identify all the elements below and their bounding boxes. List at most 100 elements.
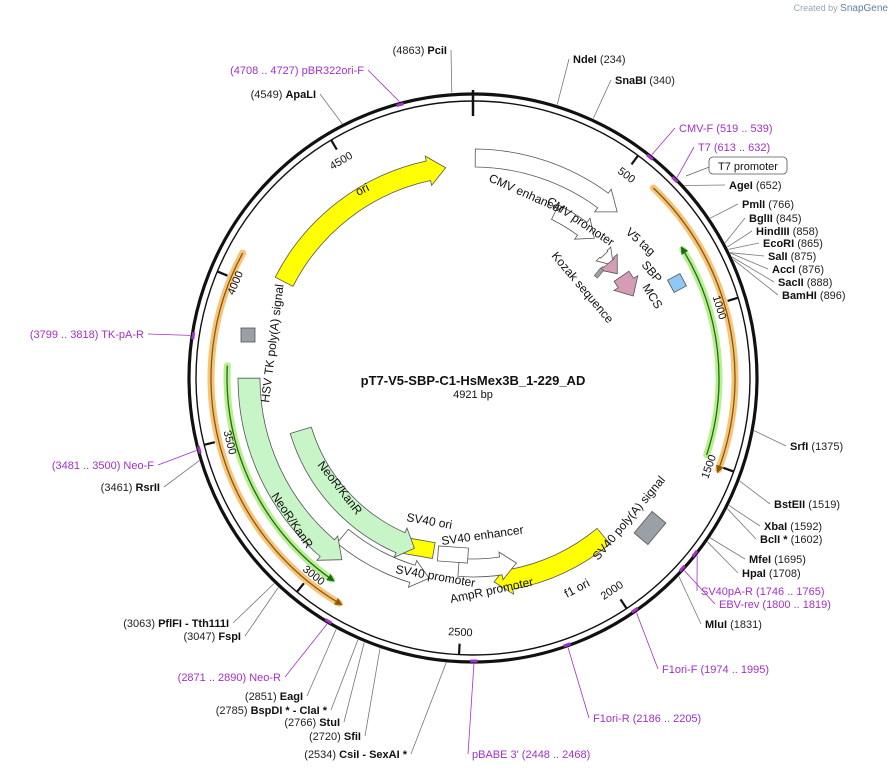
- primer-label-t7[interactable]: T7 (613 .. 632): [698, 142, 770, 154]
- site-label-agei[interactable]: AgeI (652): [729, 180, 782, 192]
- site-label-rsrii[interactable]: (3461) RsrII: [101, 482, 160, 494]
- primer-leader-8: [567, 647, 590, 719]
- tick-label-500: 500: [615, 165, 637, 186]
- ori-arrow: [274, 155, 447, 287]
- t7-promoter-callout: T7 promoter: [685, 156, 788, 177]
- primer-mark-6: [678, 564, 686, 573]
- site-label-mlui[interactable]: MluI (1831): [705, 619, 762, 631]
- site-leader-12: [733, 259, 779, 296]
- primer-label-ebv-rev[interactable]: EBV-rev (1800 .. 1819): [719, 599, 831, 611]
- site-label-xbai[interactable]: XbaI (1592): [764, 521, 822, 533]
- mcs-label: MCS: [639, 281, 665, 311]
- site-label-hpai[interactable]: HpaI (1708): [742, 568, 801, 580]
- site-label-sali[interactable]: SalI (875): [768, 251, 816, 263]
- site-leader-27: [410, 662, 447, 755]
- tick-label-4500: 4500: [328, 150, 355, 173]
- tick-4000: [216, 270, 228, 277]
- site-label-mfei[interactable]: MfeI (1695): [749, 554, 806, 566]
- site-label-pcii[interactable]: (4863) PciI: [393, 45, 447, 57]
- site-leader-22: [244, 587, 279, 637]
- primer-label-neo-f[interactable]: (3481 .. 3500) Neo-F: [52, 460, 154, 472]
- primer-label-pbr322ori-f[interactable]: (4708 .. 4727) pBR322ori-F: [230, 65, 364, 77]
- site-leader-10: [730, 252, 769, 270]
- site-leader-6: [724, 217, 746, 244]
- site-label-apali[interactable]: (4549) ApaLI: [251, 89, 316, 101]
- site-leader-15: [728, 505, 761, 527]
- primer-label-tk-pa-r[interactable]: (3799 .. 3818) TK-pA-R: [30, 329, 144, 341]
- site-label-hindiii[interactable]: HindIII (858): [756, 226, 818, 238]
- sbp-arrow-small: [598, 253, 618, 275]
- site-leader-5: [710, 203, 739, 219]
- mcs-box: [666, 272, 688, 294]
- primer-leader-9: [467, 663, 475, 755]
- site-label-snabi[interactable]: SnaBI (340): [615, 75, 675, 87]
- tick-2500: [457, 643, 461, 655]
- primer-label-neo-r[interactable]: (2871 .. 2890) Neo-R: [178, 672, 281, 684]
- site-label-csii-sexai-[interactable]: (2534) CsiI - SexAI *: [304, 749, 407, 761]
- hsv-tk-polya-label: HSV TK poly(A) signal: [258, 283, 286, 403]
- primer-leader-6: [684, 570, 716, 605]
- site-label-bsteii[interactable]: BstEII (1519): [774, 499, 840, 511]
- site-label-ecori[interactable]: EcoRI (865): [763, 238, 823, 250]
- site-label-bcli-[interactable]: BclI * (1602): [760, 534, 822, 546]
- site-labels: (4863) PciI NdeI (234) SnaBI (340) (4549) A…: [101, 45, 846, 761]
- site-leader-16: [727, 508, 757, 540]
- primer-mark-1: [646, 153, 654, 161]
- site-label-stui[interactable]: (2766) StuI: [284, 717, 340, 729]
- neo-kan-inner-arrow: [289, 426, 415, 559]
- plasmid-size: 4921 bp: [453, 389, 493, 401]
- primer-leader-1: [651, 127, 676, 156]
- primer-mark-0: [396, 102, 405, 107]
- site-leader-23: [306, 629, 337, 697]
- tick-1000: [727, 296, 739, 302]
- primer-label-f1ori-r[interactable]: F1ori-R (2186 .. 2205): [593, 713, 701, 725]
- hsv-tk-polya-box: [240, 327, 256, 343]
- tick-3500: [203, 441, 216, 446]
- site-label-sfii[interactable]: (2720) SfiI: [309, 731, 361, 743]
- primer-label-cmv-f[interactable]: CMV-F (519 .. 539): [679, 123, 773, 135]
- orf-line-green-left: [226, 365, 335, 582]
- site-label-srfi[interactable]: SrfI (1375): [790, 441, 843, 453]
- sv40-polya-box: [633, 510, 667, 546]
- site-leader-9: [730, 252, 765, 257]
- site-label-pflfi-tth111i[interactable]: (3063) PflFI - Tth111I: [123, 618, 229, 630]
- site-leader-3: [319, 93, 343, 124]
- ori-label: ori: [353, 180, 371, 198]
- site-leader-26: [364, 648, 381, 737]
- tick-label-2000: 2000: [599, 579, 626, 603]
- site-label-bspdi-clai-[interactable]: (2785) BspDI * - ClaI *: [216, 705, 328, 717]
- site-label-bglii[interactable]: BglII (845): [749, 213, 802, 225]
- primer-mark-5: [691, 549, 699, 558]
- f1-ori-label: f1 ori: [562, 576, 592, 601]
- site-leader-14: [739, 480, 771, 505]
- primer-label-pbabe-3-[interactable]: pBABE 3' (2448 .. 2468): [472, 749, 590, 761]
- site-label-fspi[interactable]: (3047) FspI: [184, 631, 241, 643]
- primer-label-f1ori-f[interactable]: F1ori-F (1974 .. 1995): [662, 664, 769, 676]
- site-label-bamhi[interactable]: BamHI (896): [782, 290, 846, 302]
- primer-leader-lines: [147, 69, 716, 755]
- orf-band-outer-right: [649, 184, 739, 474]
- site-leader-17: [709, 537, 746, 560]
- site-leader-24: [330, 639, 359, 711]
- primer-leader-2: [676, 146, 695, 178]
- site-leader-7: [727, 230, 753, 248]
- primer-mark-10: [324, 618, 333, 625]
- site-label-pmli[interactable]: PmlI (766): [742, 199, 794, 211]
- site-leader-1: [556, 58, 570, 105]
- feature-arrows: [237, 148, 688, 596]
- site-leader-0: [450, 49, 453, 93]
- tick-4500: [330, 139, 338, 151]
- plasmid-name: pT7-V5-SBP-C1-HsMex3B_1-229_AD: [361, 373, 586, 388]
- site-label-eagi[interactable]: (2851) EagI: [245, 691, 303, 703]
- site-leader-20: [163, 460, 200, 488]
- sv40-enhancer-label: SV40 enhancer: [440, 523, 524, 548]
- primer-mark-2: [671, 176, 679, 184]
- primer-label-sv40pa-r[interactable]: SV40pA-R (1746 .. 1765): [701, 586, 825, 598]
- sv40-enhancer-box: [437, 545, 469, 564]
- site-label-sacii[interactable]: SacII (888): [778, 277, 832, 289]
- site-label-acci[interactable]: AccI (876): [772, 264, 824, 276]
- neo-kan-outer-arrow: [237, 377, 343, 561]
- site-label-ndei[interactable]: NdeI (234): [573, 54, 626, 66]
- tick-3000: [296, 582, 305, 593]
